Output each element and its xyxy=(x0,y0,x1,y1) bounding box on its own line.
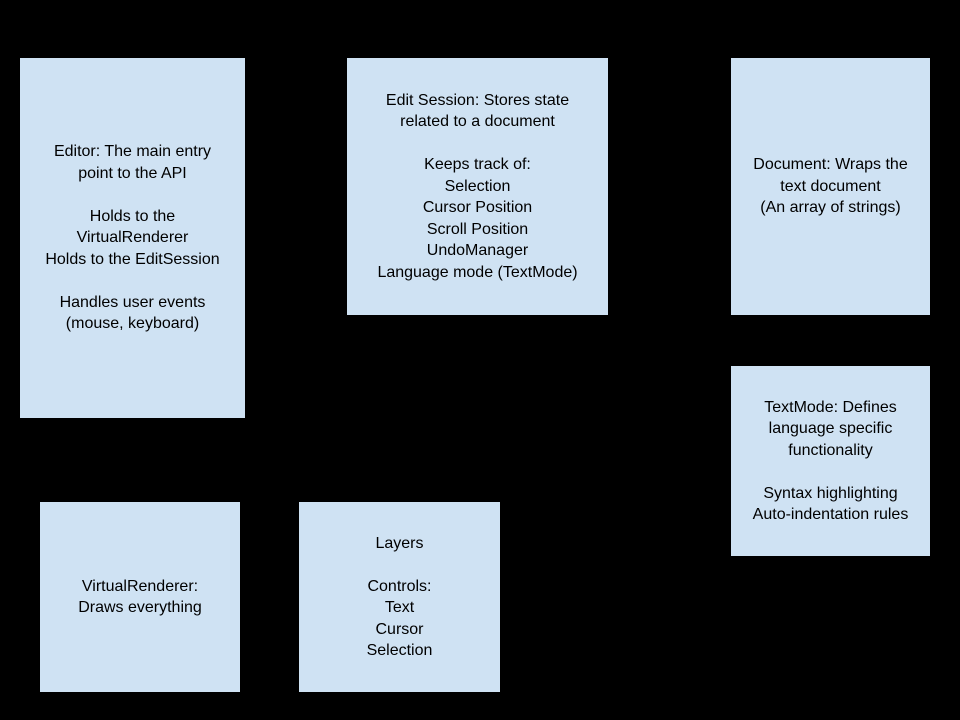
virtualrenderer-box: VirtualRenderer: Draws everything xyxy=(39,501,241,693)
editor-box: Editor: The main entry point to the API … xyxy=(19,57,246,419)
textmode-box: TextMode: Defines language specific func… xyxy=(730,365,931,557)
layers-box: Layers Controls: Text Cursor Selection xyxy=(298,501,501,693)
virtualrenderer-box-text: VirtualRenderer: Draws everything xyxy=(78,577,202,617)
edit-session-box-text: Edit Session: Stores state related to a … xyxy=(377,91,578,281)
editor-box-text: Editor: The main entry point to the API … xyxy=(45,143,220,333)
layers-box-text: Layers Controls: Text Cursor Selection xyxy=(366,534,433,660)
document-box: Document: Wraps the text document (An ar… xyxy=(730,57,931,316)
edit-session-box: Edit Session: Stores state related to a … xyxy=(346,57,609,316)
textmode-box-text: TextMode: Defines language specific func… xyxy=(752,398,909,524)
document-box-text: Document: Wraps the text document (An ar… xyxy=(753,156,908,217)
